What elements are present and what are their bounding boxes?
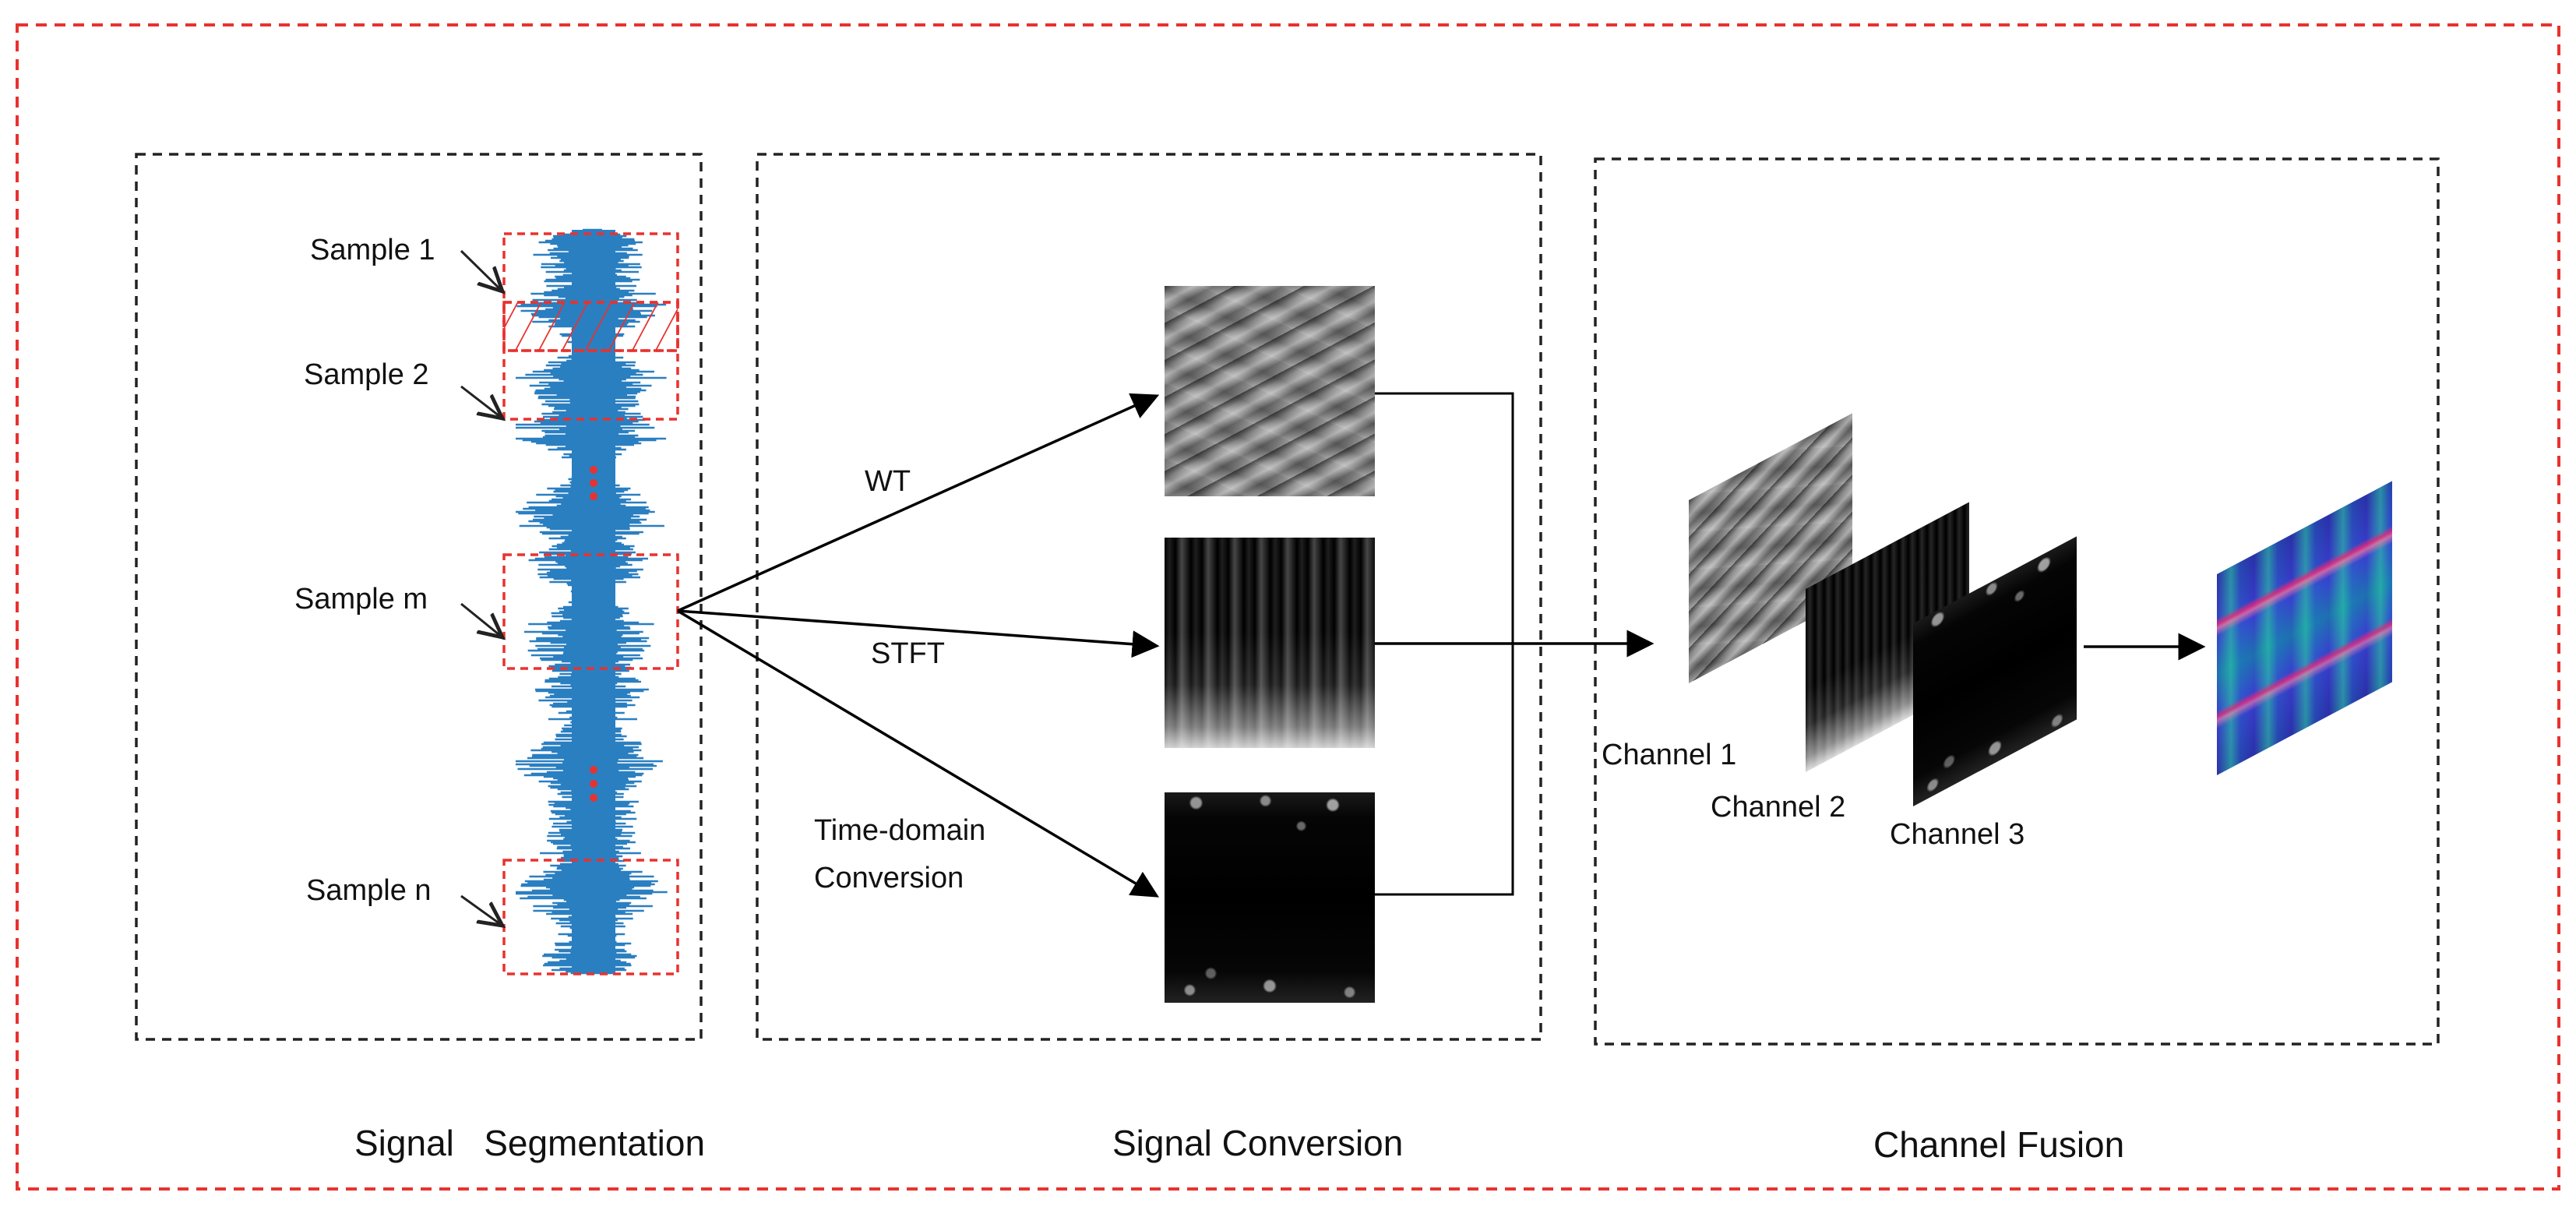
- arrow-to-stft: [677, 609, 1160, 658]
- overlap-hatch: [502, 301, 679, 352]
- channel-2-label: Channel 2: [1711, 791, 1846, 824]
- channel-3-label: Channel 3: [1890, 818, 2025, 851]
- merge-td-line: [1375, 644, 1514, 896]
- sample-n-label: Sample n: [306, 874, 432, 907]
- fusion-panel: [1594, 157, 2440, 1046]
- ellipsis-dots-upper: [590, 466, 597, 500]
- sample-1-label: Sample 1: [310, 234, 435, 266]
- wt-image: [1165, 286, 1375, 496]
- merge-wt-line: [1375, 392, 1514, 644]
- sample-m-label: Sample m: [294, 583, 428, 616]
- sample-2-pointer: [460, 385, 502, 418]
- sample-m-pointer: [460, 602, 502, 637]
- sample-2-label: Sample 2: [304, 358, 429, 391]
- stft-label: STFT: [871, 637, 945, 670]
- sample-n-pointer: [460, 894, 502, 926]
- signal-segmentation-title: Signal Segmentation: [354, 1123, 706, 1163]
- time-domain-label-line2: Conversion: [814, 862, 964, 894]
- channel-1-label: Channel 1: [1602, 739, 1737, 771]
- arrow-to-time-domain: [677, 609, 1160, 898]
- arrow-to-wt: [677, 393, 1160, 612]
- ellipsis-dots-lower: [590, 766, 597, 802]
- vibration-signal: [516, 228, 668, 975]
- time-domain-label-line1: Time-domain: [814, 814, 986, 847]
- channel-fusion-title: Channel Fusion: [1873, 1124, 2125, 1165]
- sample-1-pointer: [460, 249, 502, 291]
- outer-frame: [16, 23, 2560, 1191]
- sample-2-window: [502, 301, 679, 421]
- conversion-panel: [756, 153, 1542, 1041]
- wt-label: WT: [865, 465, 911, 498]
- segmentation-panel: [135, 153, 703, 1041]
- signal-conversion-title: Signal Conversion: [1112, 1123, 1404, 1163]
- stft-image: [1165, 538, 1375, 748]
- time-domain-image: [1165, 792, 1375, 1003]
